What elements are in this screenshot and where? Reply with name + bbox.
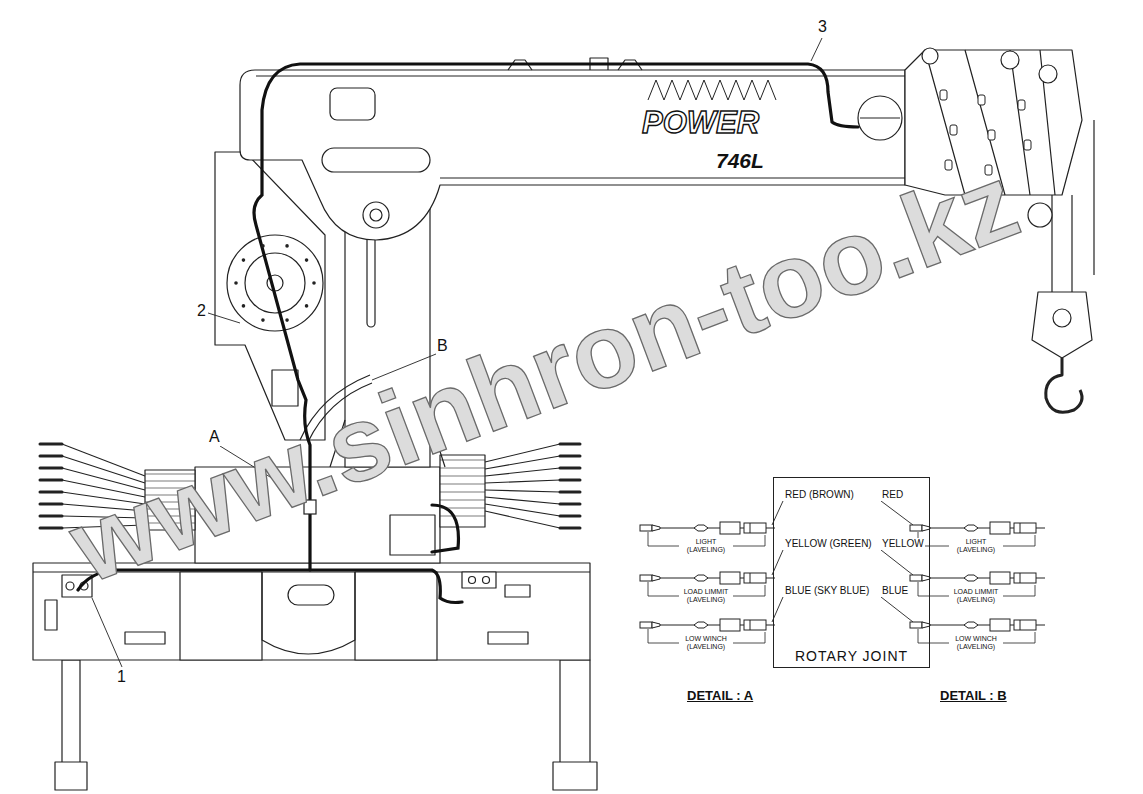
connector-label: LOW WINCH (LAVELING): [679, 635, 733, 652]
connector-label: LIGHT (LAVELING): [949, 538, 1003, 555]
callout-number: 3: [817, 17, 828, 36]
connector-label: LOAD LIMMIT (LAVELING): [679, 588, 733, 605]
wire-color-label: YELLOW (GREEN): [784, 538, 873, 550]
watermark: www.sinhron-too.kz: [58, 147, 1031, 599]
detail-title: DETAIL : B: [940, 688, 1007, 704]
wire-color-label: BLUE (SKY BLUE): [784, 585, 870, 597]
wire-color-label: RED (BROWN): [784, 489, 855, 501]
crane-body: [33, 48, 1094, 790]
callout-number: 2: [196, 301, 207, 320]
wire-color-label: RED: [881, 489, 904, 501]
wire-color-label: YELLOW: [881, 538, 925, 550]
connector-label: LOW WINCH (LAVELING): [949, 635, 1003, 652]
component-box: ROTARY JOINT: [773, 477, 930, 668]
callout-number: B: [436, 336, 449, 355]
winch-bolts: [234, 244, 316, 322]
model-number: 746L: [716, 148, 764, 173]
callout-number: 1: [116, 667, 127, 686]
box-title: ROTARY JOINT: [795, 648, 908, 664]
wire-color-label: BLUE: [881, 585, 909, 597]
detail-title: DETAIL : A: [687, 688, 753, 704]
logo-text: POWER: [642, 104, 759, 141]
logo-sunburst: [648, 80, 776, 100]
connector-label: LIGHT (LAVELING): [679, 538, 733, 555]
connector-label: LOAD LIMMIT (LAVELING): [949, 588, 1003, 605]
